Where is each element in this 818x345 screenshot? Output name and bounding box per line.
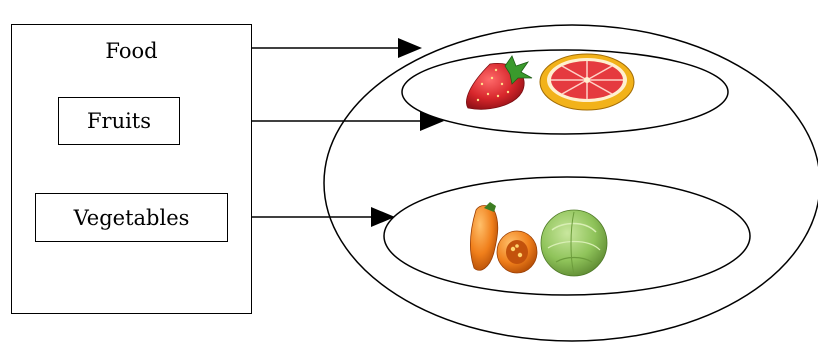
- fruits-set-ellipse: [401, 49, 729, 135]
- food-label: Food: [105, 39, 158, 63]
- fruits-label: Fruits: [86, 109, 152, 133]
- food-box: Food: [11, 24, 252, 314]
- vegetables-box: Vegetables: [35, 193, 228, 242]
- vegetables-arrow: [228, 207, 395, 227]
- vegetables-label: Vegetables: [73, 205, 190, 230]
- cabbage-icon: [540, 209, 608, 277]
- strawberry-icon: [466, 55, 533, 110]
- vegetables-set-ellipse: [383, 176, 751, 296]
- grapefruit-icon: [539, 53, 635, 111]
- food-set-ellipse: [323, 24, 818, 342]
- orange-pepper-icon: [470, 202, 538, 274]
- fruits-box: Fruits: [58, 97, 180, 145]
- food-arrow: [252, 38, 422, 58]
